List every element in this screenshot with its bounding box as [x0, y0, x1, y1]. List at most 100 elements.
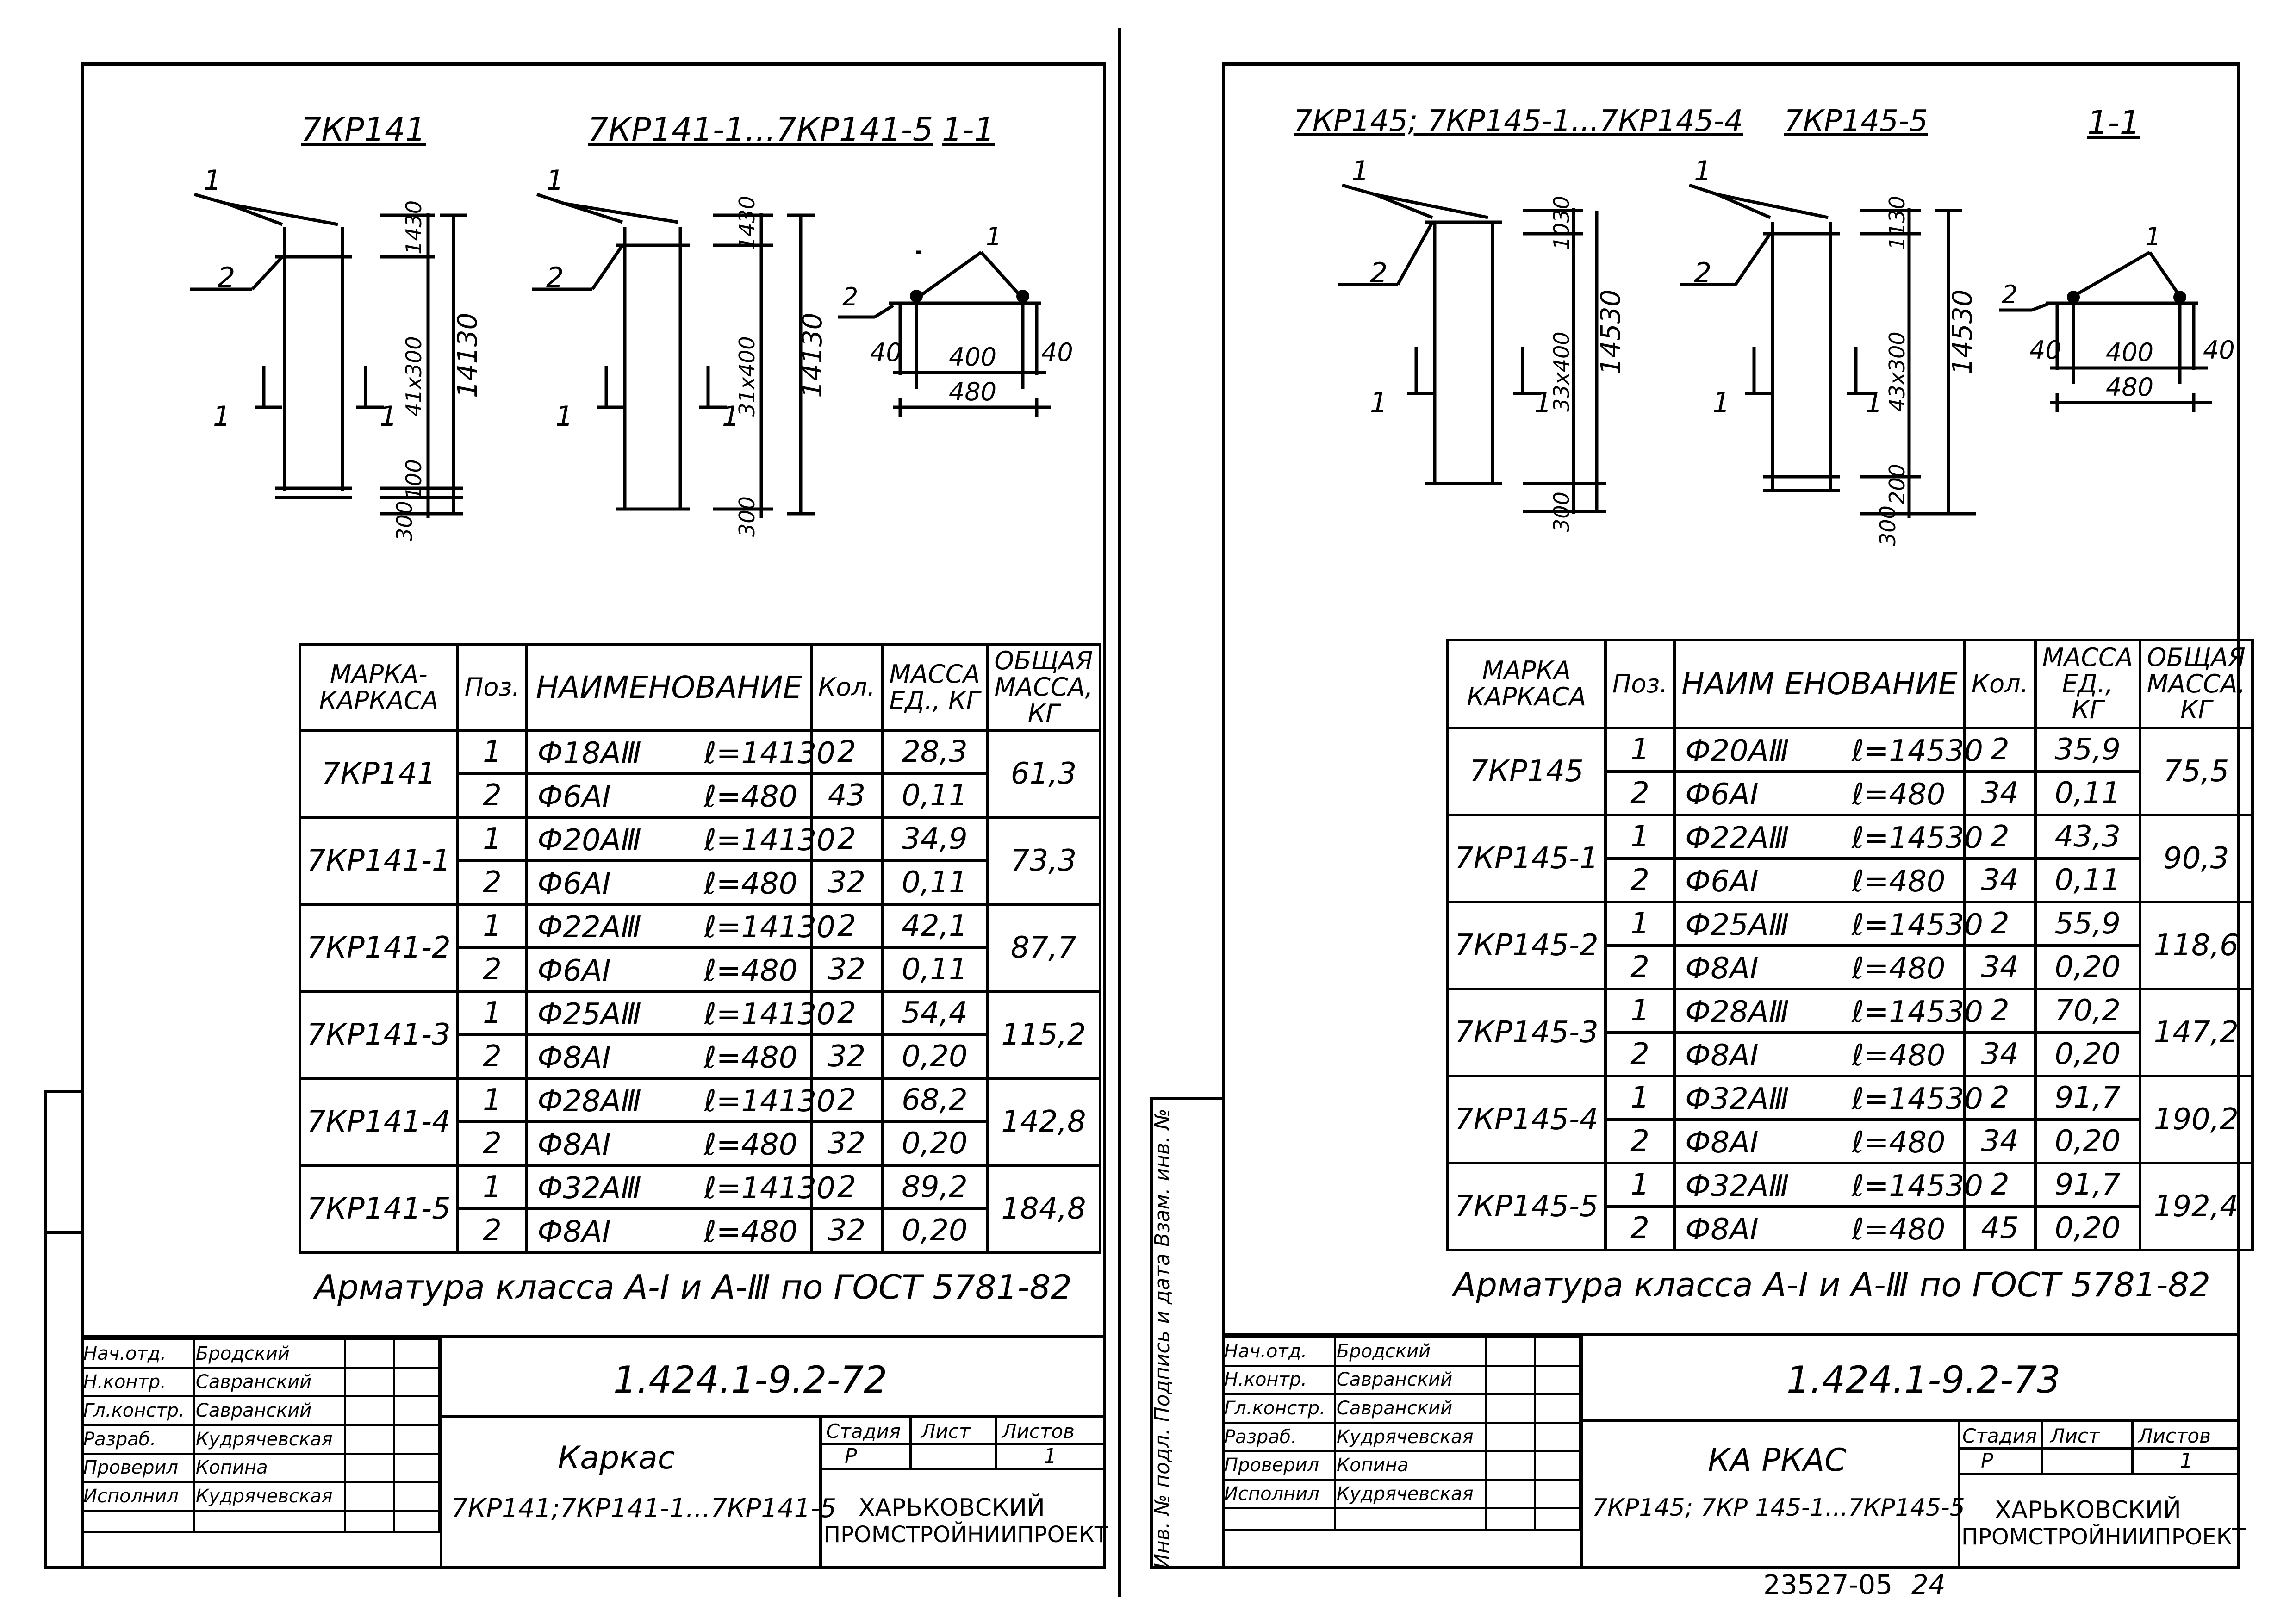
- right-elev1-section-right: 1: [1534, 386, 1552, 419]
- stamp-role: Разраб.: [81, 1424, 195, 1455]
- stamp-role: Нач.отд.: [81, 1338, 195, 1369]
- left-elev1-section-left: 1: [213, 400, 230, 433]
- qty-cell: 34: [1963, 1031, 2037, 1077]
- qty-cell: 2: [1963, 901, 2037, 947]
- right-elev2-callout-2: 2: [1694, 257, 1711, 289]
- right-section-dim-400: 400: [2106, 338, 2153, 367]
- left-binding-divider: [44, 1231, 83, 1234]
- right-stage-value: Р: [1981, 1449, 1993, 1473]
- rebar-diameter: Ф6АⅠ: [1685, 865, 1759, 899]
- right-header-2: 7КР145-5: [1784, 104, 1928, 138]
- left-doc-title: Каркас: [558, 1440, 675, 1476]
- rebar-diameter: Ф6АⅠ: [537, 954, 611, 988]
- left-elev1-dim-100: 100: [401, 459, 426, 500]
- footer-page: 24: [1911, 1569, 1946, 1600]
- qty-cell: 2: [1963, 988, 2037, 1034]
- pos-cell: 1: [1604, 814, 1676, 860]
- left-header-3: 1-1: [942, 111, 995, 149]
- right-elevation-drawing: 1 2 1 1 1 2 1 1 1030 33x400 14530 300 11…: [1338, 155, 1978, 546]
- rebar-length: ℓ=480: [704, 954, 798, 988]
- rebar-length: ℓ=480: [704, 1128, 798, 1162]
- left-elev2-dim-bottom: 300: [734, 496, 759, 537]
- right-section-drawing: 1 2 40 400 40 480: [1999, 222, 2235, 412]
- left-note: Арматура класса А-Ⅰ и А-Ⅲ по ГОСТ 5781-8…: [315, 1268, 1072, 1307]
- stamp-name: Копина: [193, 1452, 347, 1483]
- stamp-name: Кудрячевская: [193, 1424, 347, 1455]
- right-elev2-dim-top: 1130: [1885, 196, 1910, 250]
- rebar-length: ℓ=480: [704, 1215, 798, 1249]
- left-mark-3: 7КР141-3: [299, 990, 459, 1080]
- right-sheets-label: Листов: [2138, 1425, 2211, 1447]
- left-col-qty: Кол.: [809, 643, 884, 732]
- left-binding-strip: [44, 1090, 83, 1569]
- stamp-role: Н.контр.: [1222, 1364, 1336, 1395]
- left-total-0: 61,3: [985, 729, 1102, 819]
- left-elev1-dim-total: 14130: [452, 312, 483, 398]
- left-sheets-label: Листов: [1002, 1420, 1075, 1443]
- right-elev1-callout-1: 1: [1351, 155, 1369, 187]
- rebar-diameter: Ф25АⅢ: [1685, 908, 1789, 942]
- pos-cell: 2: [456, 946, 529, 993]
- pos-cell: 1: [1604, 988, 1676, 1034]
- qty-cell: 32: [809, 946, 884, 993]
- mass-cell: 43,3: [2034, 814, 2141, 860]
- left-mark-0: 7КР141: [299, 729, 459, 819]
- mass-cell: 68,2: [880, 1077, 989, 1123]
- mass-cell: 0,20: [2034, 944, 2141, 990]
- right-mark-4: 7КР145-4: [1446, 1075, 1607, 1164]
- right-elev2-section-left: 1: [1712, 386, 1730, 419]
- right-stage-label: Стадия: [1962, 1425, 2037, 1447]
- rebar-diameter: Ф20АⅢ: [537, 823, 641, 858]
- rebar-length: ℓ=480: [704, 1041, 798, 1075]
- rebar-length: ℓ=14130: [704, 997, 835, 1032]
- qty-cell: 2: [1963, 1162, 2037, 1208]
- right-elev1-section-left: 1: [1370, 386, 1388, 419]
- left-section-dim-40-left: 40: [870, 338, 902, 367]
- left-stage-value: Р: [845, 1444, 857, 1468]
- qty-cell: 2: [809, 816, 884, 862]
- right-elev2-callout-1: 1: [1694, 155, 1711, 187]
- right-elev2-dim-step: 43x300: [1885, 331, 1910, 412]
- right-org-1: ХАРЬКОВСКИЙ: [1995, 1496, 2181, 1524]
- rebar-length: ℓ=14530: [1852, 821, 1983, 855]
- mass-cell: 35,9: [2034, 727, 2141, 773]
- left-section-dim-40-right: 40: [1041, 338, 1073, 367]
- rebar-diameter: Ф22АⅢ: [1685, 821, 1789, 855]
- rebar-diameter: Ф8АⅠ: [1685, 1126, 1759, 1160]
- right-header-3: 1-1: [2087, 104, 2140, 142]
- left-mark-2: 7КР141-2: [299, 903, 459, 993]
- right-org-2: ПРОМСТРОЙНИИПРОЕКТ: [1961, 1524, 2246, 1550]
- rebar-length: ℓ=480: [1852, 952, 1946, 986]
- rebar-diameter: Ф6АⅠ: [1685, 778, 1759, 812]
- right-stamp-signatures: Нач.отд.Бродский Н.контр.Савранский Гл.к…: [1222, 1336, 1580, 1531]
- pos-cell: 1: [456, 990, 529, 1036]
- pos-cell: 1: [1604, 727, 1676, 773]
- left-elev1-callout-1: 1: [204, 164, 221, 197]
- right-elev2-dim-200: 200: [1885, 464, 1910, 504]
- right-mark-3: 7КР145-3: [1446, 988, 1607, 1077]
- qty-cell: 2: [1963, 727, 2037, 773]
- right-elev1-dim-step: 33x400: [1549, 331, 1574, 412]
- rebar-length: ℓ=14130: [704, 736, 835, 771]
